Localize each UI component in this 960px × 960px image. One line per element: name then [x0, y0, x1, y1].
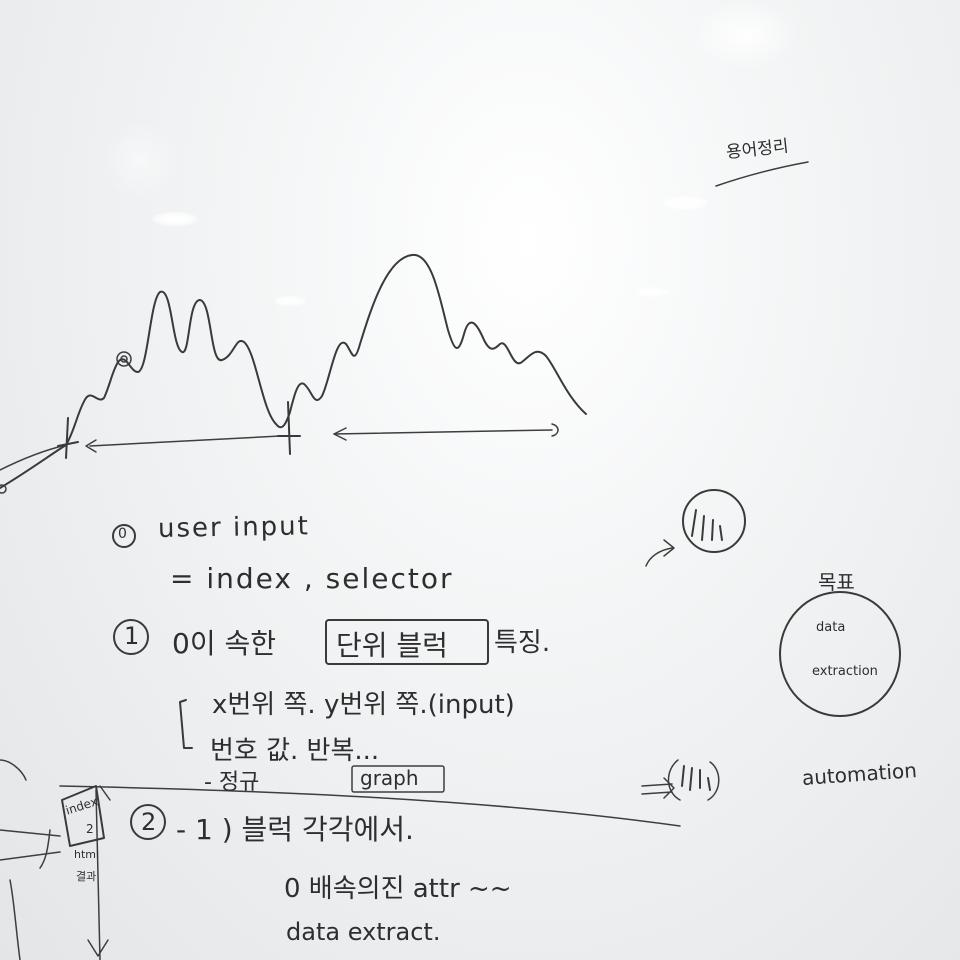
item-2-line3: data extract. — [286, 918, 441, 946]
item-1-circle — [113, 619, 149, 655]
item-1-marker: 1 — [124, 622, 140, 650]
ceiling-light-reflection — [636, 287, 668, 297]
item-1-suffix: 특징. — [494, 628, 551, 658]
item-2-line2: 0 배속의진 attr ~~ — [284, 874, 512, 904]
bullet-bracket — [179, 699, 193, 749]
arrow-to-circle — [645, 539, 675, 567]
item-1-bullet3-boxed: graph — [360, 766, 419, 790]
loop-mark — [0, 484, 7, 494]
tally-mark — [681, 765, 711, 791]
item-1-bullet1: x번위 쪽. y번위 쪽.(input) — [212, 690, 515, 720]
ceiling-light-reflection — [152, 212, 198, 226]
side-box-label3: html — [74, 848, 100, 861]
item-1-line1: 0이 속한 — [172, 627, 276, 660]
side-box-label4: 결과 — [76, 870, 97, 883]
waveform-curve — [0, 253, 587, 489]
item-1-bullet2: 번호 값. 반복... — [210, 736, 380, 766]
goal-circle-line2: extraction — [812, 664, 878, 679]
range-arrow — [333, 429, 553, 435]
item-2-marker: 2 — [141, 808, 157, 836]
item-1-bullet3: - 정규 — [204, 770, 260, 795]
goal-circle — [779, 591, 901, 717]
item-0-line2: = index , selector — [170, 562, 454, 595]
tally-circle — [682, 489, 746, 553]
boundary-tick — [57, 417, 79, 459]
divider-line — [59, 785, 681, 827]
arrow-to-tally — [641, 777, 675, 799]
keyword-box — [325, 619, 489, 665]
item-0-circle — [112, 524, 136, 548]
ceiling-light-reflection — [274, 296, 306, 306]
ceiling-light-reflection — [662, 196, 708, 210]
title-underline — [715, 161, 809, 187]
item-2-line1: - 1 ) 블럭 각각에서. — [176, 813, 414, 846]
loop-mark — [120, 355, 128, 363]
graph-box — [351, 765, 445, 793]
goal-title: 목표 — [818, 570, 855, 594]
item-0-line1: user input — [157, 511, 311, 544]
item-1-boxed: 단위 블럭 — [336, 629, 448, 662]
item-0-marker: 0 — [118, 526, 127, 542]
loop-mark — [116, 351, 132, 367]
light-glare — [100, 120, 180, 200]
boundary-tick — [277, 401, 301, 455]
side-box-label2: 2 — [86, 822, 94, 836]
side-box — [61, 785, 105, 847]
range-arrow — [89, 435, 281, 447]
goal-circle-line1: data — [816, 620, 846, 635]
light-glare — [690, 0, 800, 70]
item-2-circle — [130, 804, 166, 840]
